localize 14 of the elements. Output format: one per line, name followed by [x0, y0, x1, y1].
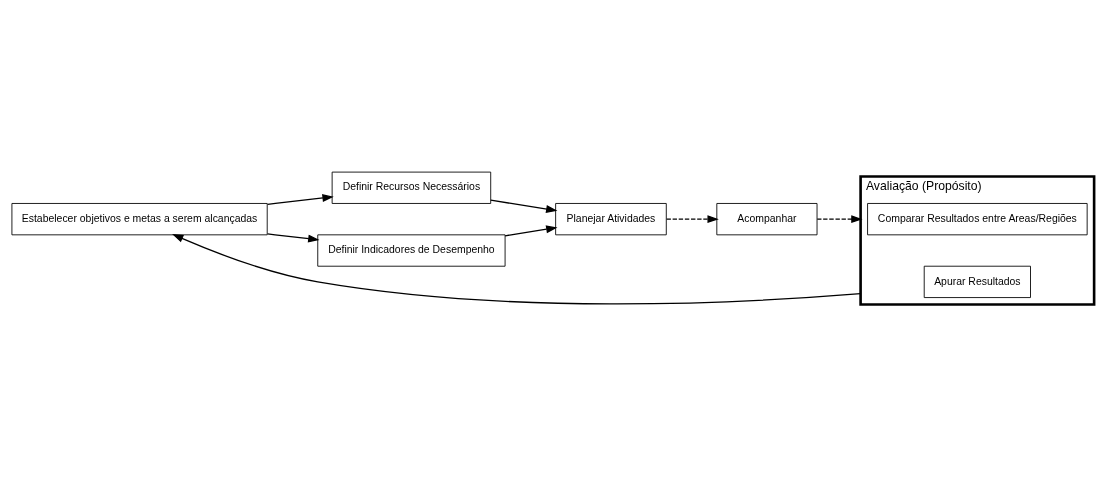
- arrow: [266, 233, 320, 243]
- arrow: [666, 215, 719, 224]
- node-box: Apurar Resultados: [923, 265, 1031, 298]
- arrow: [266, 194, 334, 206]
- arrow: [490, 199, 558, 213]
- node-box: Definir Recursos Necessários: [331, 171, 492, 204]
- arrow: [504, 225, 558, 237]
- node-box: Definir Indicadores de Desempenho: [317, 234, 506, 267]
- arrow: [172, 234, 862, 305]
- node-box: Acompanhar: [716, 203, 818, 236]
- node-box: Planejar Atividades: [555, 203, 667, 236]
- node-box: Estabelecer objetivos e metas a serem alcançadas: [11, 203, 268, 236]
- arrow: [816, 215, 863, 224]
- node-box: Comparar Resultados entre Areas/Regiões: [867, 203, 1088, 236]
